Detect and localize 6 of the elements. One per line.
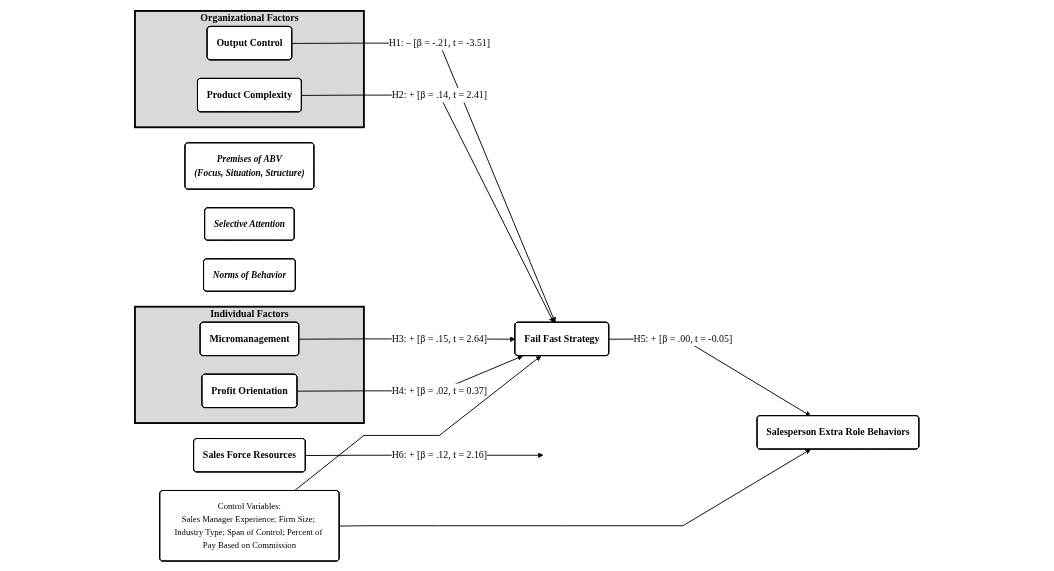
edge-label: H2: + [β = .14, t = 2.41]	[391, 89, 488, 100]
edge-label: H5: + [β = .00, t = -0.05]	[633, 332, 733, 344]
edge-label: H3: + [β = .15, t = 2.64]	[391, 332, 488, 344]
edge-label: H1: – [β = -.21, t = -3.51]	[388, 37, 491, 48]
edge-label: H4: + [β = .02, t = 0.37]	[391, 384, 488, 396]
edge-label: H6: + [β = .12, t = 2.16]	[391, 449, 488, 460]
